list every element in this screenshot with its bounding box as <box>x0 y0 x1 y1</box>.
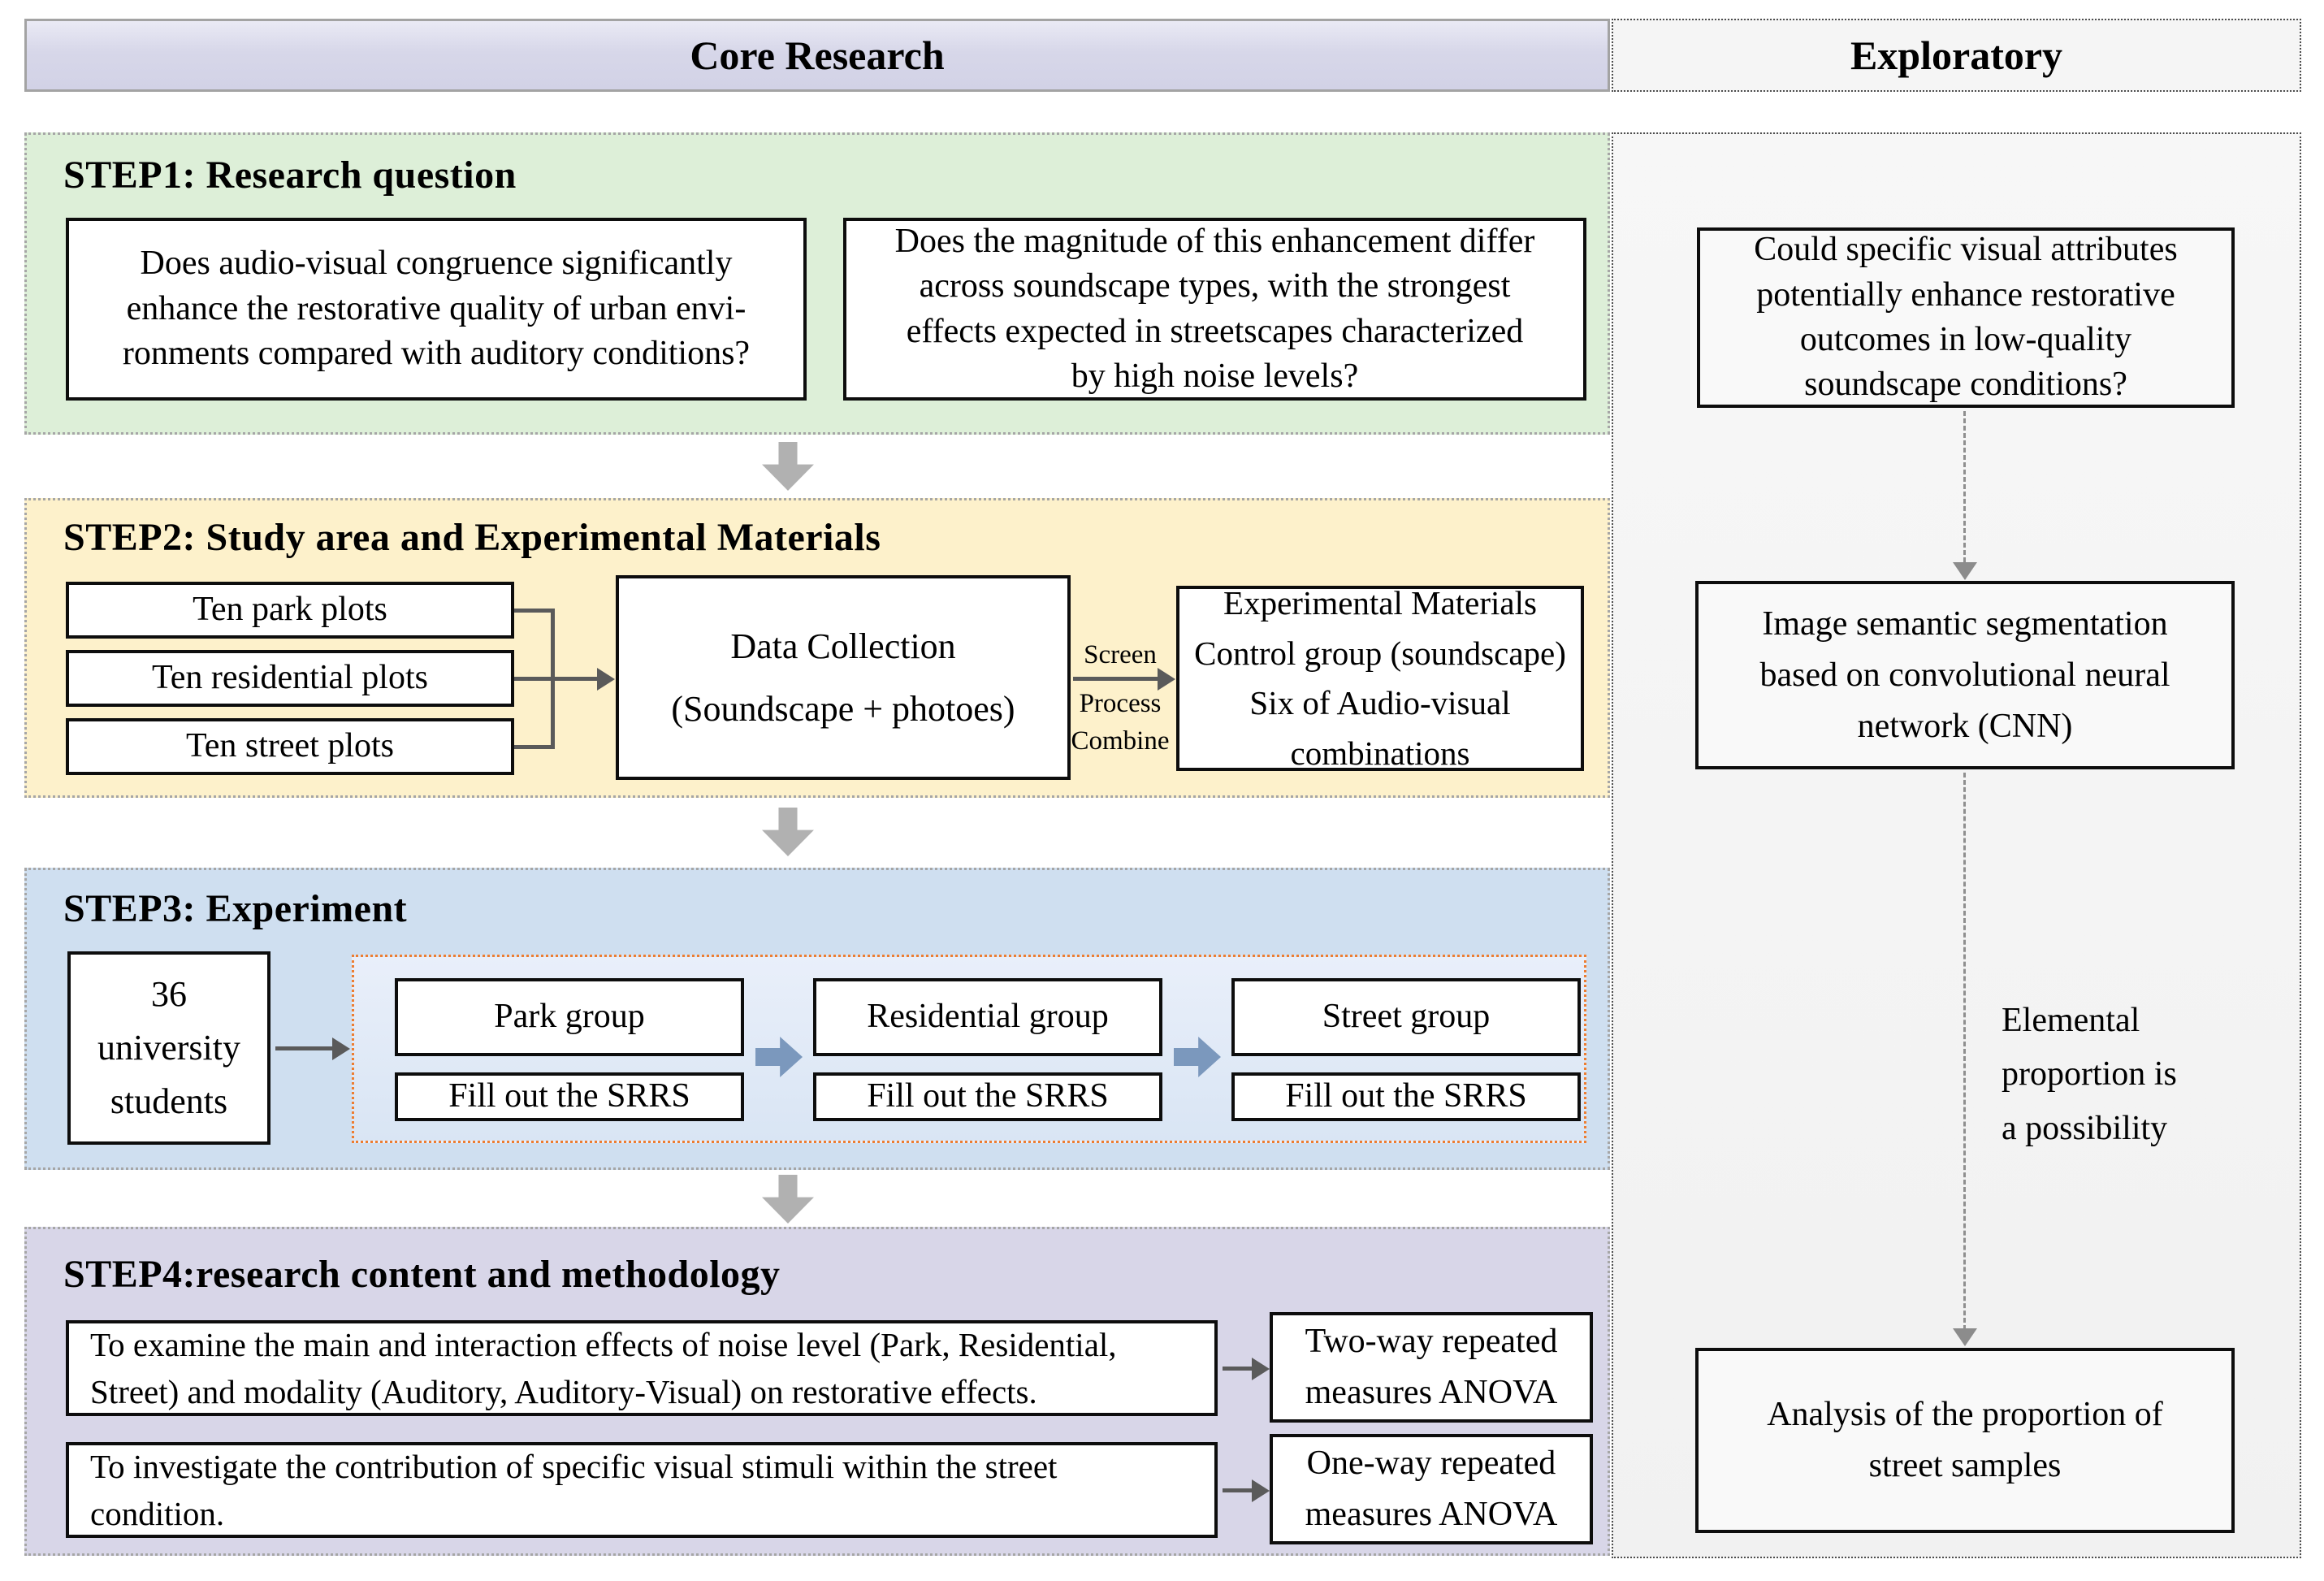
process-label-process: Process <box>1079 689 1162 718</box>
park-plots-box: Ten park plots <box>66 582 514 639</box>
process-label-combine: Combine <box>1071 726 1170 756</box>
step3-panel: STEP3: Experiment 36 university students… <box>24 868 1610 1170</box>
down-arrow-icon <box>762 1175 814 1224</box>
park-group-box: Park group <box>395 978 744 1056</box>
experimental-materials-box: Experimental Materials Control group (so… <box>1176 584 1584 772</box>
down-arrow-icon <box>762 442 814 491</box>
down-arrow-icon <box>762 808 814 856</box>
participants-box: 36 university students <box>67 951 270 1145</box>
right-block-arrow-icon <box>1174 1037 1221 1077</box>
connector-line <box>275 1046 334 1050</box>
step2-title: STEP2: Study area and Experimental Mater… <box>63 516 881 559</box>
street-group-box: Street group <box>1231 978 1581 1056</box>
connector-line <box>551 609 555 749</box>
experiment-sequence-container: Park group Fill out the SRRS Residential… <box>352 955 1586 1143</box>
street-samples-analysis-box: Analysis of the proportion of street sam… <box>1695 1348 2235 1533</box>
step4-title: STEP4:research content and methodology <box>63 1253 781 1296</box>
research-content-box-1: To examine the main and interaction effe… <box>66 1320 1218 1416</box>
exploratory-panel: Could specific visual attributes potenti… <box>1612 132 2301 1558</box>
connector-line <box>1223 1367 1253 1371</box>
elemental-proportion-note: Elemental proportion is a possibility <box>2002 1002 2177 1147</box>
anova-box-2: One-way repeated measures ANOVA <box>1270 1434 1593 1544</box>
step1-title: STEP1: Research question <box>63 154 517 197</box>
connector-line <box>1073 677 1158 681</box>
connector-line <box>553 677 599 681</box>
research-content-box-2: To investigate the contribution of speci… <box>66 1442 1218 1538</box>
right-arrow-icon <box>1158 668 1175 691</box>
right-arrow-icon <box>1252 1479 1270 1502</box>
dashed-connector <box>1963 773 1966 1330</box>
down-arrowhead-icon <box>1953 1328 1977 1346</box>
step1-panel: STEP1: Research question Does audio-visu… <box>24 132 1610 435</box>
exploratory-header: Exploratory <box>1612 19 2301 92</box>
core-research-header: Core Research <box>24 19 1610 92</box>
street-plots-box: Ten street plots <box>66 718 514 775</box>
park-srrs-box: Fill out the SRRS <box>395 1072 744 1121</box>
step2-panel: STEP2: Study area and Experimental Mater… <box>24 498 1610 798</box>
right-arrow-icon <box>332 1037 350 1060</box>
process-label-screen: Screen <box>1084 640 1157 669</box>
right-block-arrow-icon <box>755 1037 803 1077</box>
research-question-box-1: Does audio-visual congruence significant… <box>66 218 807 401</box>
connector-line <box>514 609 553 613</box>
residential-plots-box: Ten residential plots <box>66 650 514 707</box>
core-research-title: Core Research <box>690 32 945 78</box>
residential-srrs-box: Fill out the SRRS <box>813 1072 1162 1121</box>
street-srrs-box: Fill out the SRRS <box>1231 1072 1581 1121</box>
exploratory-question-box: Could specific visual attributes potenti… <box>1697 227 2235 408</box>
connector-line <box>514 745 553 749</box>
right-arrow-icon <box>1252 1358 1270 1380</box>
step3-title: STEP3: Experiment <box>63 887 408 930</box>
right-arrow-icon <box>597 668 615 691</box>
exploratory-title: Exploratory <box>1850 32 2063 78</box>
anova-box-1: Two-way repeated measures ANOVA <box>1270 1312 1593 1423</box>
segmentation-box: Image semantic segmentation based on con… <box>1695 581 2235 769</box>
connector-line <box>1223 1488 1253 1492</box>
dashed-connector <box>1963 411 1966 562</box>
step4-panel: STEP4:research content and methodology T… <box>24 1227 1610 1556</box>
down-arrowhead-icon <box>1953 562 1977 580</box>
data-collection-box: Data Collection (Soundscape + photoes) <box>616 575 1071 780</box>
residential-group-box: Residential group <box>813 978 1162 1056</box>
research-question-box-2: Does the magnitude of this enhancement d… <box>843 218 1586 401</box>
connector-line <box>514 677 553 681</box>
